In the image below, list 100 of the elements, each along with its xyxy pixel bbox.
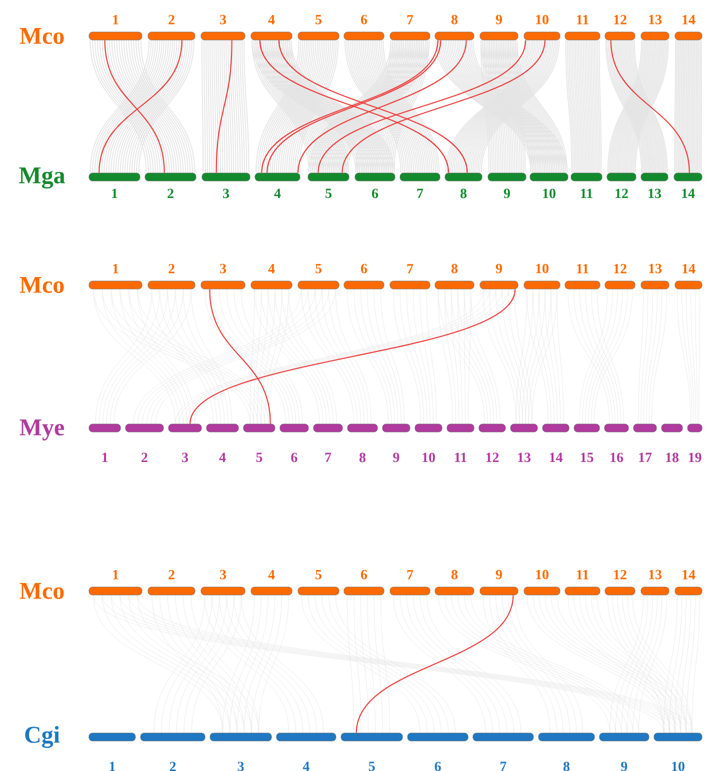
chromosome-bar: 4 [250,15,292,40]
chromosome-bar: 12 [606,172,636,198]
node-label: 7 [417,188,424,198]
node-label: 11 [455,452,466,462]
node-label: 13 [518,452,531,462]
node-label: 2 [168,264,174,274]
node-label: 2 [142,452,148,462]
chromosome-bar: 2 [148,15,196,40]
chromosome-bar: 12 [604,15,636,40]
chromosome-bar: 6 [344,264,384,290]
chromosome-bar: 8 [538,732,595,771]
chromosome-bar: 19 [687,424,702,462]
chromosome-bar: 2 [148,570,196,596]
chromosome-bar: 7 [472,732,534,771]
chromosome-bar: 12 [604,570,636,596]
node-label: 1 [102,452,108,462]
chromosome-bar: 13 [640,14,670,40]
chromosome-bar: 2 [144,172,196,198]
chromosome-bar: 10 [524,570,560,596]
node-label: 1 [110,762,115,771]
synteny-link [356,595,514,733]
chromosome-bar: 5 [298,570,340,596]
chromosome-bar: 4 [254,172,300,198]
node-label: 3 [182,452,188,462]
chromosome-bar: 1 [88,424,121,462]
node-label: 14 [682,15,696,24]
node-label: 19 [688,452,702,462]
chromosome-bar: 3 [200,14,246,40]
node-label: 12 [614,264,626,274]
node-label: 6 [372,188,378,198]
node-label: 5 [256,452,262,462]
chromosome-bar: 13 [640,172,668,198]
node-label: 10 [536,570,548,580]
synteny-link [104,40,165,173]
chromosome-bar: 9 [599,732,650,771]
chromosome-bar: 2 [125,424,164,462]
chromosome-bar: 8 [347,424,378,462]
genome-label: Mco [20,583,64,599]
synteny-link [342,40,546,173]
chromosome-bar: 8 [434,264,474,290]
node-label: 17 [639,452,652,462]
node-label: 12 [614,15,626,24]
synteny-link [209,289,271,424]
node-label: 12 [616,188,628,198]
node-label: 7 [407,264,414,274]
chromosome-bar: 12 [604,264,636,290]
node-label: 13 [649,14,662,24]
chromosome-bar: 8 [434,14,474,40]
node-label: 4 [268,15,275,24]
chromosome-bar: 10 [414,424,442,462]
node-label: 15 [580,452,594,462]
genome-label: Mco [20,277,64,293]
chromosome-bar: 14 [542,424,570,462]
node-label: 8 [359,452,366,462]
node-label: 9 [496,570,502,580]
chromosome-bar: 9 [480,570,518,596]
chromosome-bar: 14 [674,570,702,596]
chromosome-bar: 4 [250,570,292,596]
node-label: 10 [672,762,684,771]
chromosome-bar: 11 [564,15,600,40]
node-label: 9 [393,452,400,462]
node-label: 1 [113,570,118,580]
chromosome-bar: 5 [308,172,350,198]
node-label: 1 [112,188,118,198]
node-label: 5 [316,14,322,24]
synteny-link [190,289,516,424]
chromosome-bar: 5 [298,264,340,290]
node-label: 6 [434,762,441,771]
node-label: 8 [451,570,458,580]
node-label: 7 [407,570,414,580]
chromosome-bar: 10 [524,14,560,40]
node-label: 6 [360,264,368,274]
chromosome-bar: 10 [524,264,560,290]
chromosome-bar: 7 [390,264,430,290]
node-label: 4 [302,762,310,771]
chromosome-bar: 9 [488,172,526,198]
genome-label: Mco [20,28,64,44]
chromosome-bar: 9 [480,264,518,290]
chromosome-bar: 6 [280,424,309,462]
chromosome-bar: 1 [88,570,142,596]
node-label: 5 [368,762,375,771]
node-label: 6 [360,14,368,24]
node-label: 8 [451,264,458,274]
genome-label: Mga [19,168,65,189]
node-label: 9 [496,14,502,24]
synteny-link [610,40,690,173]
node-label: 8 [451,14,458,24]
node-label: 16 [610,452,624,462]
node-label: 11 [577,570,588,580]
chromosome-bar: 18 [661,424,683,462]
chromosome-bar: 9 [480,14,518,40]
chromosome-bar: 11 [564,264,600,290]
node-label: 3 [238,762,244,771]
chromosome-bar: 8 [444,172,482,198]
node-label: 3 [220,570,226,580]
node-label: 14 [682,188,695,198]
chromosome-bar: 7 [313,424,343,462]
chromosome-bar: 2 [148,264,196,290]
node-label: 9 [504,188,510,198]
chromosome-bar: 1 [88,732,136,771]
